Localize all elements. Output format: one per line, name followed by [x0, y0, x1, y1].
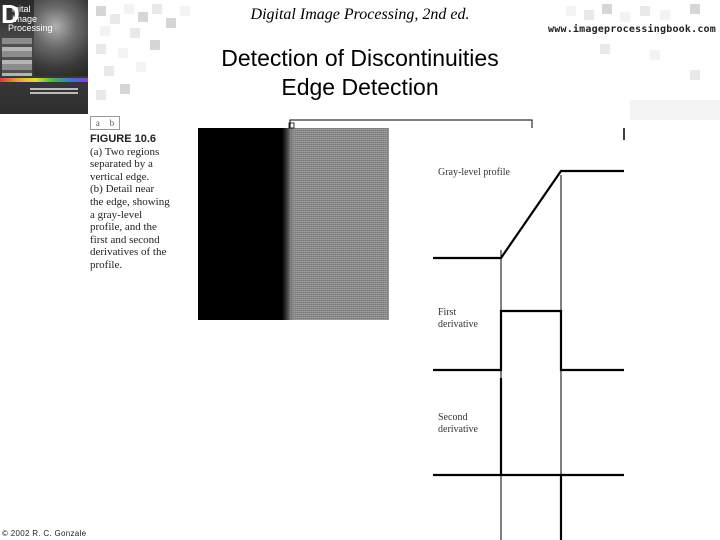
cover-title-line2: Image [12, 14, 38, 24]
mosaic-tile [120, 84, 130, 94]
mosaic-band [630, 100, 720, 120]
second-derivative-curve [433, 378, 563, 540]
mosaic-tile [600, 44, 610, 54]
panel-labels: a b [90, 116, 120, 130]
detail-bracket [289, 119, 533, 128]
gray-profile-curve [433, 169, 624, 260]
mosaic-tile [124, 4, 134, 14]
book-cover: D igital Image Processing [0, 0, 88, 114]
copyright-text: © 2002 R. C. Gonzale [2, 529, 87, 538]
figure-caption: FIGURE 10.6 (a) Two regions separated by… [90, 133, 182, 272]
mosaic-tile [152, 4, 162, 14]
caption-line: (b) Detail near [90, 183, 155, 196]
mosaic-tile [660, 10, 670, 20]
first-derivative-label-1: First [438, 307, 457, 318]
slide-title-line1: Detection of Discontinuities [221, 45, 499, 71]
website-link[interactable]: www.imageprocessingbook.com [548, 24, 716, 35]
panel-label-b: b [109, 118, 115, 128]
mosaic-tile [690, 4, 700, 14]
caption-line: the edge, showing [90, 195, 170, 208]
detail-marker [288, 122, 295, 129]
mosaic-tile [650, 50, 660, 60]
book-title: Digital Image Processing, 2nd ed. [250, 6, 470, 23]
first-derivative-curve [433, 309, 624, 372]
gray-profile-label: Gray-level profile [438, 167, 510, 178]
mosaic-tile [118, 48, 128, 58]
mosaic-tile [100, 26, 110, 36]
caption-line: (a) Two regions [90, 145, 160, 158]
caption-line: vertical edge. [90, 170, 150, 183]
mosaic-tile [130, 28, 140, 38]
mosaic-tile [584, 10, 594, 20]
mosaic-tile [150, 40, 160, 50]
caption-line: profile, and the [90, 221, 157, 234]
mosaic-tile [690, 70, 700, 80]
cover-image-strip [2, 38, 32, 76]
second-derivative-label-1: Second [438, 412, 467, 423]
gray-region-texture [290, 128, 389, 320]
first-derivative-label-2: derivative [438, 319, 479, 330]
mosaic-tile [104, 66, 114, 76]
mosaic-tile [110, 14, 120, 24]
mosaic-tile [602, 4, 612, 14]
mosaic-tile [136, 62, 146, 72]
panel-label-a: a [95, 118, 100, 128]
cover-authors [26, 86, 82, 102]
edge-image-panel [198, 128, 389, 320]
cover-title-line1: igital [12, 4, 31, 14]
mosaic-tile [166, 18, 176, 28]
caption-line: profile. [90, 258, 123, 271]
caption-line: separated by a [90, 158, 153, 171]
figure-number: FIGURE 10.6 [90, 133, 157, 145]
caption-line: first and second [90, 233, 160, 246]
mosaic-tile [96, 90, 106, 100]
cover-color-bar [0, 78, 88, 82]
mosaic-tile [96, 6, 106, 16]
mosaic-tile [620, 12, 630, 22]
slide-title: Detection of Discontinuities Edge Detect… [150, 44, 570, 102]
mosaic-tile [138, 12, 148, 22]
mosaic-tile [180, 6, 190, 16]
second-derivative-label-2: derivative [438, 424, 479, 435]
slide-title-line2: Edge Detection [281, 74, 439, 100]
cover-photo [34, 0, 88, 76]
caption-line: derivatives of the [90, 246, 167, 259]
mosaic-tile [566, 6, 576, 16]
cover-title-line3: Processing [8, 23, 53, 33]
cover-letter: D [1, 0, 20, 29]
caption-line: a gray-level [90, 208, 143, 221]
mosaic-tile [640, 6, 650, 16]
mosaic-tile [96, 44, 106, 54]
